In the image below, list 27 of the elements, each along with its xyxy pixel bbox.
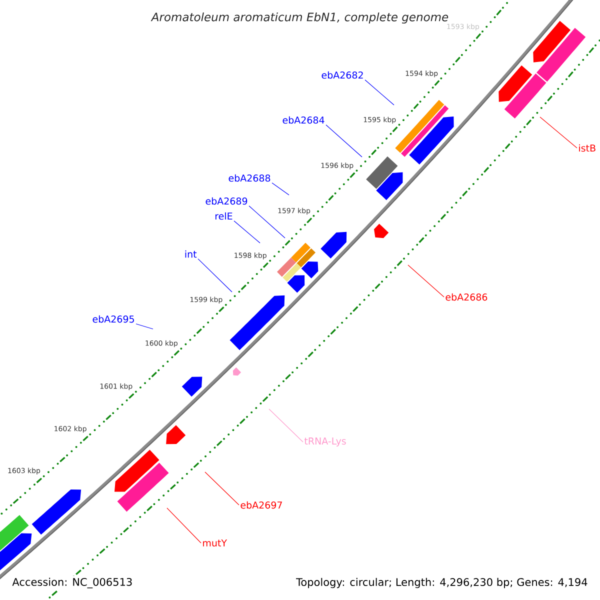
- gene-label: ebA2695: [92, 315, 134, 323]
- leader-line: [204, 472, 240, 506]
- gene-label: int: [185, 250, 197, 258]
- title: Aromatoleum aromaticum EbN1, complete genome: [150, 12, 448, 24]
- gene-label: ebA2684: [282, 116, 324, 124]
- footer-text: Accession: NC_006513: [10, 576, 135, 590]
- gene-label: ebA2686: [446, 293, 488, 301]
- leader-line: [326, 124, 362, 158]
- gene-label: ebA2682: [322, 71, 363, 79]
- leader-line: [136, 324, 154, 330]
- gene-label: mutY: [203, 539, 228, 547]
- leader-line: [248, 206, 286, 238]
- gene-label: ebA2697: [240, 501, 282, 509]
- leader-line: [166, 508, 202, 544]
- footer-text: Topology: circular; Length: 4,296,230 bp; Genes: 4,194: [294, 576, 590, 590]
- leader-line: [364, 80, 394, 106]
- leader-line: [268, 408, 304, 442]
- leader-line: [272, 182, 290, 196]
- gene-label: tRNA-Lys: [304, 438, 346, 446]
- leader-line: [540, 116, 578, 148]
- gene-label: relE: [215, 212, 232, 220]
- gene-label: ebA2689: [206, 197, 248, 205]
- leader-line: [234, 220, 260, 244]
- gene-label: ebA2688: [228, 174, 270, 182]
- leader-line: [408, 264, 444, 298]
- leader-line: [198, 258, 232, 292]
- gene-label: istB: [579, 144, 596, 152]
